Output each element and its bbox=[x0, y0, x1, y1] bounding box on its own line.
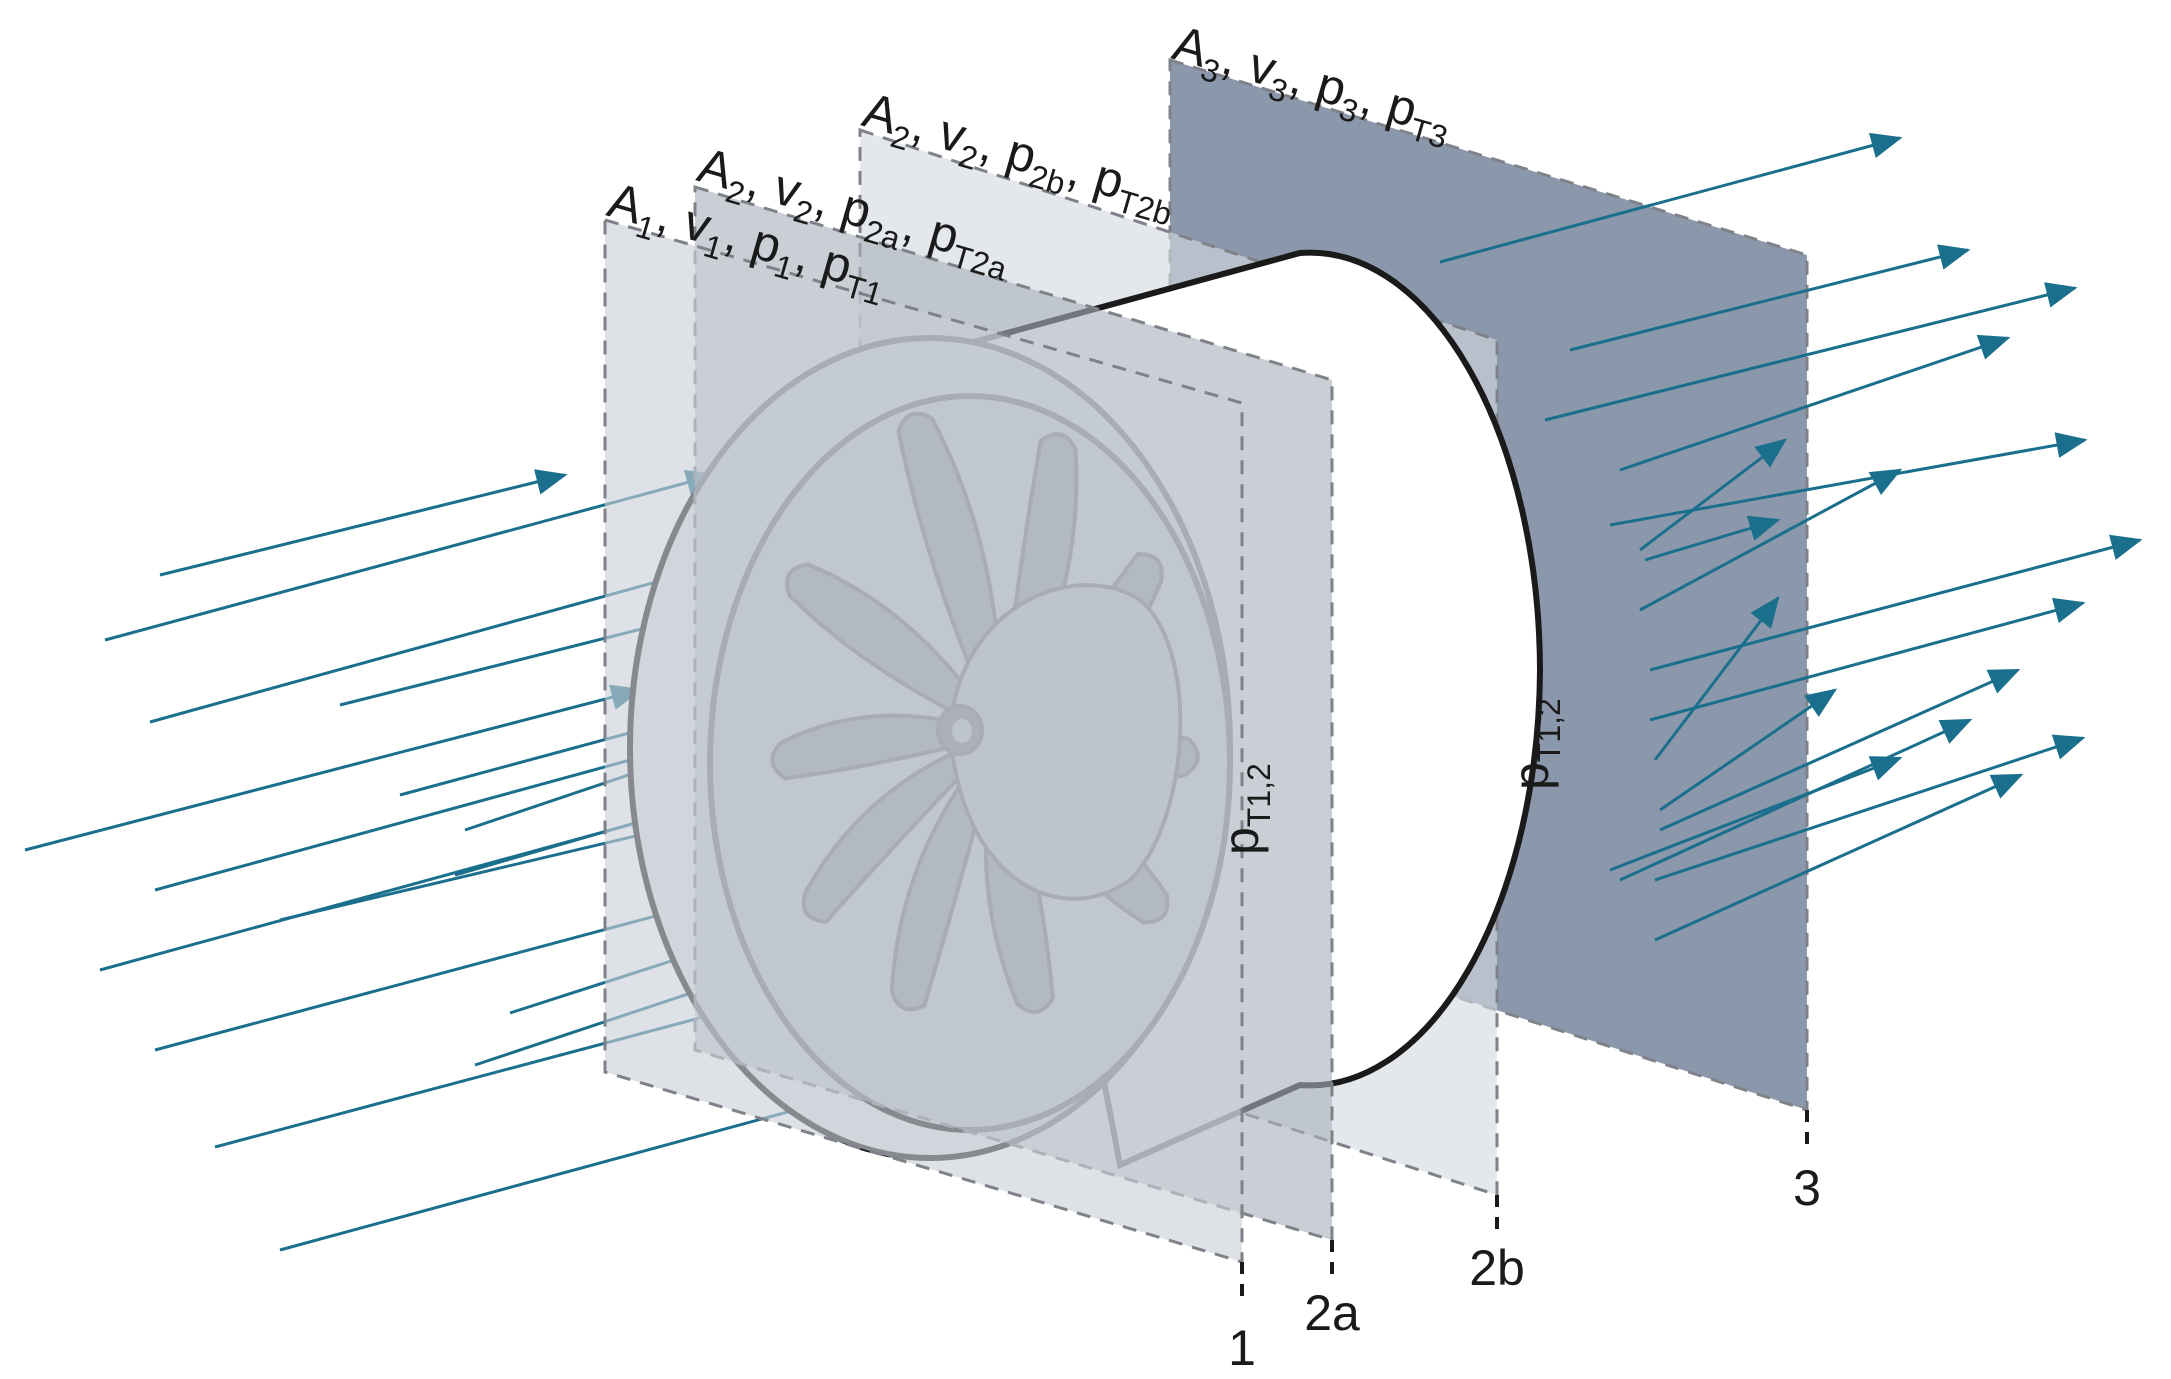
flow-arrow-icon bbox=[1644, 515, 1781, 562]
planes-front bbox=[603, 184, 1334, 1265]
outflow-arrows bbox=[1439, 132, 2143, 942]
subscript: T1,2 bbox=[1241, 763, 1277, 827]
flow-arrow-icon bbox=[1649, 534, 2143, 672]
flow-arrow-icon bbox=[1659, 668, 2021, 832]
section-number-2b: 2b bbox=[1469, 1240, 1525, 1296]
plane-label-2b: A2, v2, p2b, pT2b bbox=[855, 82, 1184, 233]
flow-arrow-icon bbox=[1544, 282, 2078, 422]
flow-arrow-icon bbox=[1654, 773, 2024, 942]
flow-arrow-icon bbox=[154, 740, 688, 892]
section-number-2a: 2a bbox=[1304, 1285, 1360, 1341]
flow-arrow-icon bbox=[24, 684, 643, 852]
plane-1 bbox=[603, 218, 1244, 1265]
flow-arrow-icon bbox=[1619, 334, 2011, 472]
section-markers: 1 2a 2b 3 bbox=[1228, 1110, 1821, 1376]
flow-arrow-icon bbox=[1609, 756, 1903, 872]
flow-arrow-icon bbox=[1649, 597, 2086, 722]
symbol: p bbox=[1213, 827, 1269, 855]
subscript: T1,2 bbox=[1531, 698, 1567, 762]
flow-arrow-icon bbox=[1639, 468, 1903, 612]
flow-arrow-icon bbox=[1659, 688, 1838, 812]
section-number-1: 1 bbox=[1228, 1320, 1256, 1376]
flow-arrow-icon bbox=[1639, 438, 1788, 552]
flow-arrow-icon bbox=[1439, 132, 1903, 264]
total-pressure-label: pT1,2 bbox=[1213, 763, 1277, 855]
plane-label-3: A3, v3, p3, pT3 bbox=[1165, 15, 1460, 156]
flow-arrow-icon bbox=[1654, 734, 2086, 882]
total-pressure-label: pT1,2 bbox=[1503, 698, 1567, 790]
section-number-3: 3 bbox=[1793, 1160, 1821, 1216]
flow-arrow-icon bbox=[159, 469, 568, 577]
symbol: p bbox=[1503, 762, 1559, 790]
flow-arrow-icon bbox=[1653, 595, 1780, 761]
flow-arrow-icon bbox=[1569, 244, 1971, 352]
